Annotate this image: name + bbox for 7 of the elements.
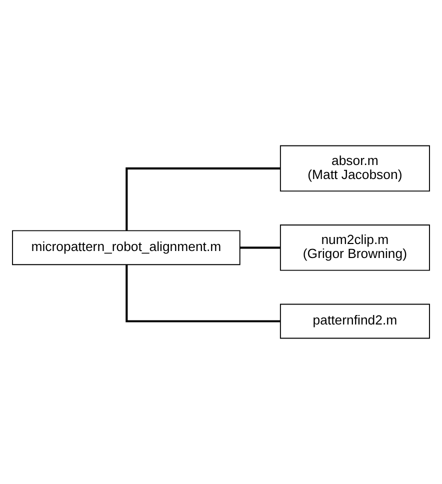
node-box: micropattern_robot_alignment.m bbox=[12, 230, 240, 266]
node-box: patternfind2.m bbox=[280, 304, 430, 339]
node-box: absor.m (Matt Jacobson) bbox=[280, 145, 430, 192]
node-box: num2clip.m (Grigor Browning) bbox=[280, 224, 430, 271]
connector bbox=[126, 264, 280, 322]
connector bbox=[240, 246, 280, 249]
connector bbox=[126, 167, 280, 230]
